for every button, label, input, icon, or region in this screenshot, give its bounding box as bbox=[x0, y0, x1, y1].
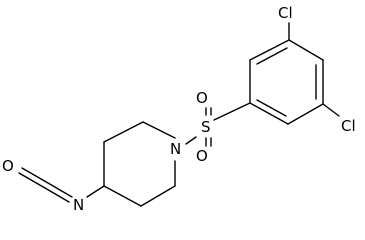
structure-diagram: Cl Cl S O O N N O bbox=[2, 4, 356, 214]
atom-cl-right: Cl bbox=[341, 117, 356, 135]
bond-c5-c6 bbox=[140, 185, 176, 207]
bond-n-c2 bbox=[142, 121, 176, 139]
bond-ring-c4-c5-inner bbox=[256, 99, 287, 117]
atom-nitrogen-ring: N bbox=[170, 140, 181, 158]
atom-oxygen-isocyanate: O bbox=[2, 157, 14, 175]
bond-ring-c6-c1 bbox=[249, 39, 290, 61]
bond-ring-c4-c5 bbox=[249, 102, 289, 125]
bond-n-c-isocyanate-b bbox=[44, 187, 70, 203]
atom-nitrogen-isocyanate: N bbox=[73, 196, 84, 214]
bond-s-n bbox=[185, 136, 197, 145]
bond-ring-c1-c2 bbox=[288, 39, 324, 61]
bond-ring-c6-c1-inner bbox=[256, 47, 288, 65]
bond-c2-c3 bbox=[103, 121, 144, 143]
benzene-ring bbox=[249, 39, 324, 125]
atom-cl-top: Cl bbox=[278, 4, 293, 22]
atom-sulfur: S bbox=[201, 118, 211, 136]
molecule-canvas: Cl Cl S O O N N O bbox=[2, 4, 356, 214]
piperidine-ring bbox=[103, 121, 176, 207]
bond-c3-cl-right bbox=[322, 103, 340, 117]
bond-c-o-isocyanate-b bbox=[18, 172, 46, 189]
atom-oxygen-top: O bbox=[196, 89, 208, 107]
bond-ring-c3-c4 bbox=[287, 103, 324, 125]
bond-c5-s bbox=[213, 102, 251, 121]
bond-c4-n-isocyanate bbox=[86, 185, 105, 198]
bond-n-c-isocyanate-a bbox=[47, 182, 73, 198]
bond-c4-c5 bbox=[103, 185, 142, 207]
atom-oxygen-bottom: O bbox=[196, 147, 208, 165]
bond-c-o-isocyanate-a bbox=[21, 167, 49, 184]
